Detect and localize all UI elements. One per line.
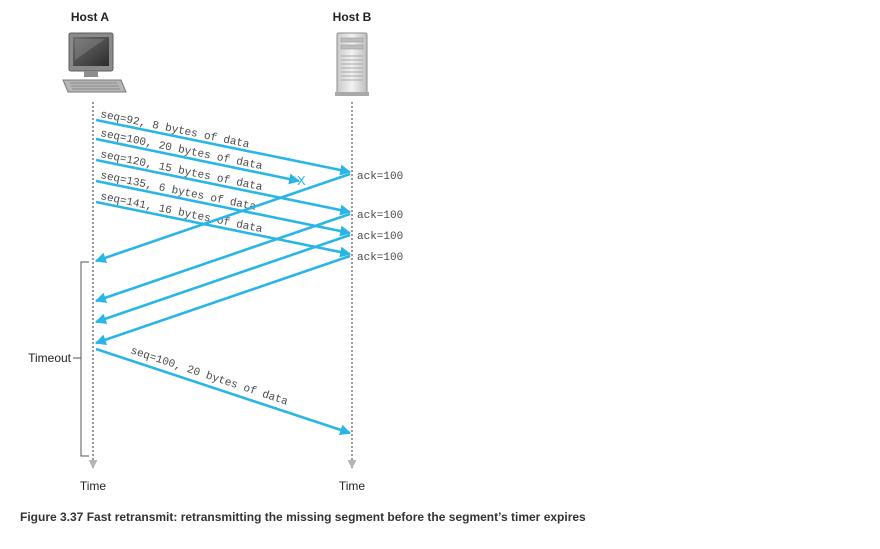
segment-arrow-seq-135 — [95, 179, 352, 237]
host-b-label: Host B — [333, 10, 372, 24]
fast-retransmit-diagram: Host A Host B Time Time Timeout seq=92, … — [28, 10, 403, 493]
retransmission-label: seq=100, 20 bytes of data — [129, 345, 290, 408]
segment-arrow-seq-92 — [95, 118, 352, 176]
host-a-time-label: Time — [80, 479, 107, 493]
retransmission-arrow — [95, 347, 352, 436]
ack-label-1: ack=100 — [357, 171, 403, 183]
ack-label-2: ack=100 — [357, 210, 403, 222]
segment-arrow-seq-100-lost — [95, 137, 301, 185]
ack-label-3: ack=100 — [357, 231, 403, 243]
ack-arrow-1 — [94, 172, 351, 263]
figure-caption: Figure 3.37 Fast retransmit: retransmitt… — [20, 510, 586, 524]
host-a-label: Host A — [71, 10, 110, 24]
packet-loss-marker: X — [297, 173, 306, 188]
ack-arrow-4 — [94, 254, 351, 345]
ack-arrow-3 — [94, 233, 351, 324]
server-tower-icon — [335, 32, 369, 96]
desktop-computer-icon — [62, 32, 127, 93]
host-b-time-label: Time — [339, 479, 366, 493]
segment-arrow-seq-120 — [95, 158, 352, 216]
timeout-label: Timeout — [28, 351, 72, 365]
ack-label-4: ack=100 — [357, 252, 403, 264]
timeout-bracket: Timeout — [28, 261, 89, 457]
segment-arrow-seq-141 — [95, 200, 352, 258]
ack-arrow-2 — [94, 212, 351, 303]
